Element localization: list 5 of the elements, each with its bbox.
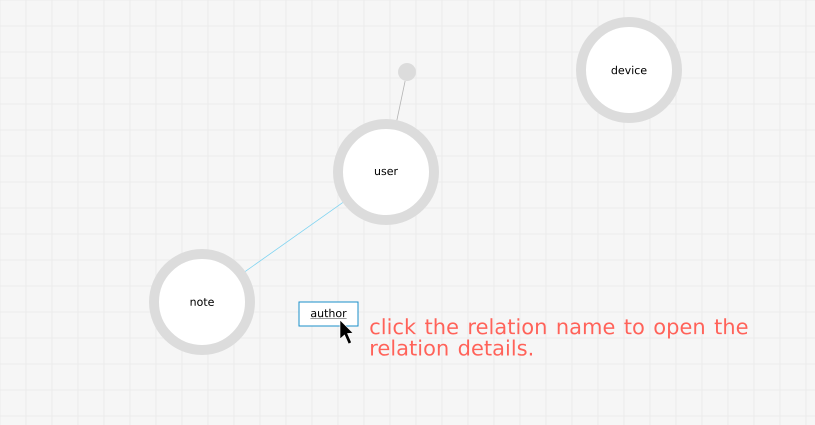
connector-line — [244, 202, 344, 272]
dot — [398, 63, 416, 81]
connector-line — [396, 80, 406, 121]
relation-name-link: author — [298, 302, 358, 326]
instruction-note: click the relation name to open the relation details. — [370, 318, 748, 356]
